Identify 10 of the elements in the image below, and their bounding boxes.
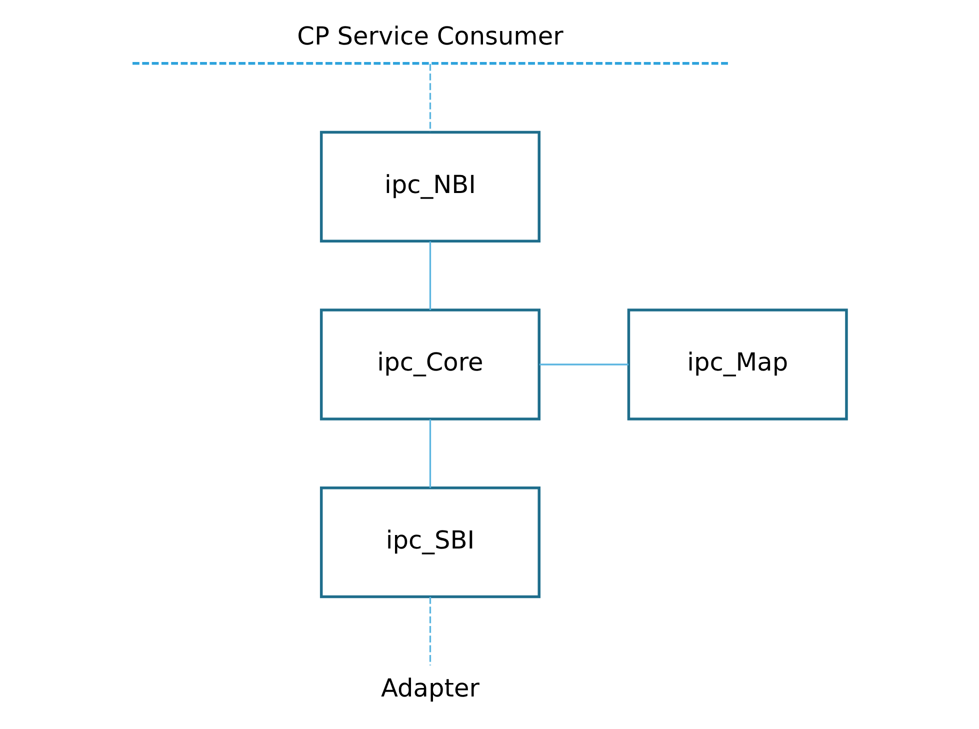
node-box: ipc_SBI bbox=[320, 486, 540, 598]
connector bbox=[540, 364, 628, 366]
connector bbox=[429, 597, 432, 666]
node-text: CP Service Consumer bbox=[297, 22, 564, 51]
node-box: ipc_Core bbox=[320, 308, 540, 420]
node-box: ipc_NBI bbox=[320, 130, 540, 243]
connector bbox=[429, 242, 432, 310]
node-box: ipc_Map bbox=[627, 308, 848, 420]
connector bbox=[429, 419, 432, 488]
node-text: Adapter bbox=[381, 674, 480, 703]
